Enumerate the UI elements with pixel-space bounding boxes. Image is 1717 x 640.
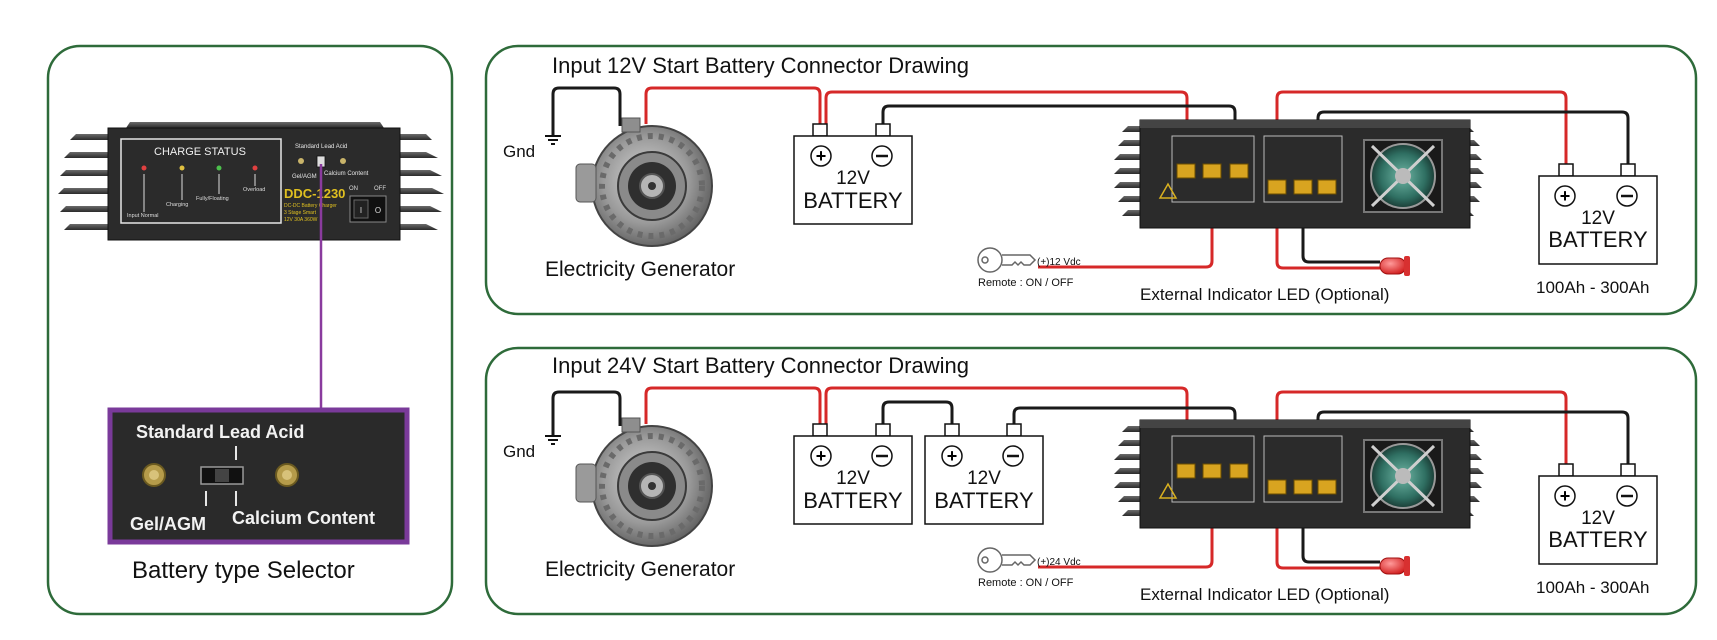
key-icon (977, 247, 1037, 273)
diagram-24v: Input 24V Start Battery Connector Drawin… (484, 346, 1698, 616)
selector-label-gel: Gel/AGM (130, 514, 206, 534)
diagram-12v: Input 12V Start Battery Connector Drawin… (484, 44, 1698, 316)
key-icon (977, 547, 1037, 573)
gnd-label-24v: Gnd (503, 442, 535, 461)
wire-led-neg-12v (1301, 182, 1380, 264)
svg-text:+: + (1560, 486, 1571, 506)
indicator-led-icon (1379, 556, 1410, 576)
wire-in-neg-12v (881, 104, 1237, 160)
wire-remote-24v (1038, 482, 1214, 569)
input-battery-12v-1: + 12V BATTERY (793, 123, 913, 225)
led-label-24v: External Indicator LED (Optional) (1140, 585, 1389, 604)
cooling-fan-icon (1363, 139, 1443, 213)
battery-type-selector-zoom: Standard Lead Acid Gel/AGM Calcium Conte… (107, 407, 410, 545)
input-battery-24v-2: + 12V BATTERY (924, 423, 1044, 525)
device-switch-right-label: Calcium Content (324, 171, 369, 177)
wire-out-neg-24v (1316, 410, 1630, 482)
battery-label: BATTERY (803, 488, 903, 513)
wire-out-pos-24v (1275, 390, 1568, 482)
wire-out-pos-12v (1275, 90, 1568, 180)
alternator-icon (575, 117, 713, 247)
led-charging (179, 165, 185, 171)
cooling-fan-icon (1363, 439, 1443, 513)
wires-12v (551, 86, 1630, 270)
input-battery-24v-1: + 12V BATTERY (793, 423, 913, 525)
led-label-overload: Overload (243, 187, 265, 193)
wire-series-link-24v (881, 400, 954, 424)
charger-top-view-24v (1114, 419, 1484, 529)
charger-front-view: CHARGE STATUS Input Normal Charging Full… (58, 122, 444, 241)
wire-gen-pos-24v (644, 386, 822, 424)
output-battery-24v: + 12V BATTERY (1538, 463, 1658, 565)
wire-led-pos-24v (1275, 482, 1380, 570)
svg-text:+: + (816, 446, 827, 466)
gnd-label-12v: Gnd (503, 142, 535, 161)
wires-24v (551, 386, 1630, 570)
battery-voltage: 12V (1581, 208, 1615, 229)
charger-top-view-12v (1114, 119, 1484, 229)
battery-voltage: 12V (1581, 508, 1615, 529)
led-label-input-normal: Input Normal (127, 213, 159, 219)
wire-remote-12v (1038, 182, 1214, 269)
battery-label: BATTERY (1548, 227, 1648, 252)
charge-status-title: CHARGE STATUS (154, 146, 246, 158)
battery-label: BATTERY (1548, 527, 1648, 552)
alternator-icon (575, 417, 713, 547)
remote-voltage-label-24v: (+)24 Vdc (1037, 557, 1081, 568)
selector-caption: Battery type Selector (132, 557, 355, 584)
generator-label-24v: Electricity Generator (545, 558, 735, 581)
ground-symbol-24v (545, 435, 561, 445)
svg-text:I: I (360, 206, 362, 215)
wire-gnd-24v (551, 390, 622, 436)
svg-text:O: O (375, 206, 381, 215)
wire-out-neg-12v (1316, 110, 1630, 180)
wire-led-pos-12v (1275, 180, 1380, 270)
svg-text:+: + (816, 146, 827, 166)
battery-label: BATTERY (803, 188, 903, 213)
wire-in-pos-12v (824, 90, 1189, 160)
device-model-line-1: DC-DC Battery Charger (284, 203, 337, 209)
diagram-24v-title: Input 24V Start Battery Connector Drawin… (552, 353, 969, 378)
device-model-line-2: 3 Stage Smart (284, 210, 317, 216)
capacity-label-24v: 100Ah - 300Ah (1536, 578, 1649, 597)
diagram-24v-frame (484, 346, 1698, 616)
indicator-led-icon (1379, 256, 1410, 276)
led-label-12v: External Indicator LED (Optional) (1140, 285, 1389, 304)
remote-voltage-label-12v: (+)12 Vdc (1037, 257, 1081, 268)
status-leds: Input Normal Charging Fully/Floating Ove… (127, 165, 265, 219)
output-battery-12v: + 12V BATTERY (1538, 163, 1658, 265)
selector-label-standard: Standard Lead Acid (136, 422, 304, 442)
device-switch-top-label: Standard Lead Acid (295, 144, 347, 150)
selector-label-calcium: Calcium Content (232, 508, 375, 528)
battery-voltage: 12V (836, 468, 870, 489)
wire-gen-pos-12v (644, 86, 822, 124)
device-switch-left-label: Gel/AGM (292, 174, 317, 180)
led-label-charging: Charging (166, 202, 188, 208)
battery-voltage: 12V (836, 168, 870, 189)
device-model: DDC-1230 (284, 186, 345, 201)
power-on-label: ON (349, 186, 358, 192)
wire-gnd-12v (551, 86, 622, 136)
battery-selector-panel: CHARGE STATUS Input Normal Charging Full… (46, 44, 454, 616)
led-label-fully-floating: Fully/Floating (196, 196, 229, 202)
led-overload (252, 165, 258, 171)
device-model-line-3: 12V 30A 360W (284, 217, 318, 223)
battery-label: BATTERY (934, 488, 1034, 513)
wire-in-pos-24v (824, 386, 1189, 460)
power-off-label: OFF (374, 186, 386, 192)
led-input-normal (141, 165, 147, 171)
battery-voltage: 12V (967, 468, 1001, 489)
capacity-label-12v: 100Ah - 300Ah (1536, 278, 1649, 297)
svg-text:+: + (1560, 186, 1571, 206)
ground-symbol-12v (545, 135, 561, 145)
svg-text:+: + (947, 446, 958, 466)
wire-led-neg-24v (1301, 482, 1380, 564)
generator-label-12v: Electricity Generator (545, 258, 735, 281)
remote-label-12v: Remote : ON / OFF (978, 277, 1074, 289)
wire-in-neg-24v (1012, 406, 1237, 460)
diagram-12v-title: Input 12V Start Battery Connector Drawin… (552, 53, 969, 78)
remote-label-24v: Remote : ON / OFF (978, 577, 1074, 589)
led-fully-floating (216, 165, 222, 171)
